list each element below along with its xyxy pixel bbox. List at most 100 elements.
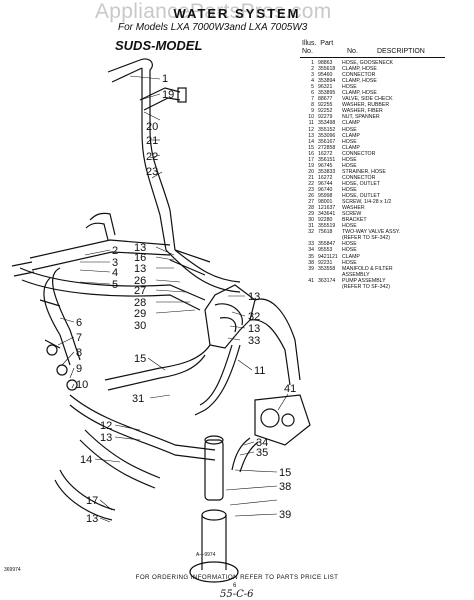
suds-model-label: SUDS-MODEL	[115, 38, 203, 53]
parts-cell-no: 34	[308, 247, 314, 254]
parts-cell-desc: HOSE	[342, 259, 357, 266]
col-no-label: No.	[302, 48, 313, 55]
pump-assembly	[254, 394, 311, 446]
hose-12	[69, 394, 216, 461]
col-illus-label: Illus. Part	[302, 40, 334, 47]
hose-20	[139, 87, 181, 111]
callout-12: 12	[100, 420, 112, 432]
parts-cell-no: 2	[311, 66, 314, 73]
parts-cell-no: 33	[308, 241, 314, 248]
callout-31: 31	[132, 393, 144, 405]
callout-21: 21	[146, 135, 158, 147]
page-code: 369974	[4, 567, 21, 573]
callout-3: 3	[112, 257, 118, 269]
page-number: 6	[233, 583, 237, 589]
parts-cell-desc: CLAMP	[342, 132, 360, 139]
parts-cell-no: 15	[308, 144, 314, 151]
parts-cell-desc: HOSE	[342, 186, 357, 193]
callout-20: 20	[146, 121, 158, 133]
spanner-nut	[66, 379, 78, 391]
hose-5	[43, 267, 81, 366]
strainer-21	[177, 87, 187, 103]
parts-cell-no: 7	[311, 96, 314, 103]
callout-41: 41	[284, 383, 296, 395]
parts-cell-part: 355152	[318, 126, 336, 133]
parts-cell-no: 27	[308, 199, 314, 206]
parts-cell-part: 9421121	[318, 253, 338, 260]
col-partno-label: No.	[347, 48, 358, 55]
page-title: WATER SYSTEM	[173, 6, 301, 21]
parts-cell-desc: HOSE, OUTLET	[342, 180, 381, 187]
gooseneck-hose	[107, 58, 153, 132]
manifold-filter	[189, 561, 239, 583]
hose-34	[231, 437, 259, 473]
parts-cell-desc: HOSE	[342, 162, 357, 169]
parts-cell-no: 13	[308, 132, 314, 139]
parts-cell-part: 96321	[318, 84, 333, 91]
parts-cell-desc: HOSE	[342, 247, 357, 254]
parts-cell-no: 9	[311, 108, 314, 115]
callout-10: 10	[76, 379, 88, 391]
handwritten-note: 55-C-6	[220, 589, 254, 600]
parts-cell-part: 355519	[318, 223, 336, 230]
parts-cell-part: 355618	[318, 66, 336, 73]
parts-cell-part: 343641	[318, 211, 336, 218]
callout-30: 30	[134, 320, 146, 332]
parts-cell-desc: SCREW, 1/4-28 x 1/2	[342, 199, 392, 206]
parts-cell-no: 39	[308, 265, 314, 272]
parts-cell-part: 92255	[318, 102, 333, 109]
callout-2: 2	[112, 245, 118, 257]
parts-cell-desc: CLAMP	[342, 144, 360, 151]
parts-cell-no: 38	[308, 259, 314, 266]
parts-cell-no: 4	[311, 78, 314, 85]
parts-cell-part: 353833	[318, 168, 336, 175]
hose-19	[141, 129, 176, 251]
callout-15b: 15	[279, 467, 291, 479]
parts-cell-desc: HOSE, OUTLET	[342, 193, 381, 200]
parts-cell-desc: CLAMP	[342, 120, 360, 127]
hose-31	[104, 367, 161, 391]
parts-cell-part: 353895	[318, 90, 336, 97]
parts-cell-part: 353558	[318, 265, 336, 272]
callout-7: 7	[76, 332, 82, 344]
hose-4	[19, 267, 206, 311]
callout-9: 9	[76, 363, 82, 375]
parts-cell-part: 121637	[318, 205, 336, 212]
parts-cell-desc: HOSE	[342, 138, 357, 145]
parts-cell-desc: CONNECTOR	[342, 72, 376, 79]
col-description-label: DESCRIPTION	[377, 48, 425, 55]
parts-cell-part: 95460	[318, 72, 333, 79]
parts-cell-part: 95998	[318, 193, 333, 200]
parts-cell-no: 23	[308, 186, 314, 193]
parts-cell-desc: WASHER	[342, 205, 365, 212]
parts-cell-no: 8	[311, 102, 314, 109]
parts-cell-no: 19	[308, 162, 314, 169]
parts-cell-part: 353894	[318, 78, 336, 85]
parts-cell-part: 355847	[318, 241, 336, 248]
parts-cell-desc: HOSE	[342, 84, 357, 91]
header-divider	[300, 57, 445, 58]
parts-cell-no: 17	[308, 156, 314, 163]
parts-cell-no: 32	[308, 229, 314, 236]
parts-cell-desc: HOSE	[342, 126, 357, 133]
callout-6: 6	[76, 317, 82, 329]
parts-cell-part: 96744	[318, 180, 333, 187]
callout-11: 11	[254, 365, 265, 377]
callout-35: 35	[256, 447, 268, 459]
callout-23: 23	[146, 166, 158, 178]
callout-39: 39	[279, 509, 291, 521]
parts-cell-part: 356151	[318, 156, 336, 163]
